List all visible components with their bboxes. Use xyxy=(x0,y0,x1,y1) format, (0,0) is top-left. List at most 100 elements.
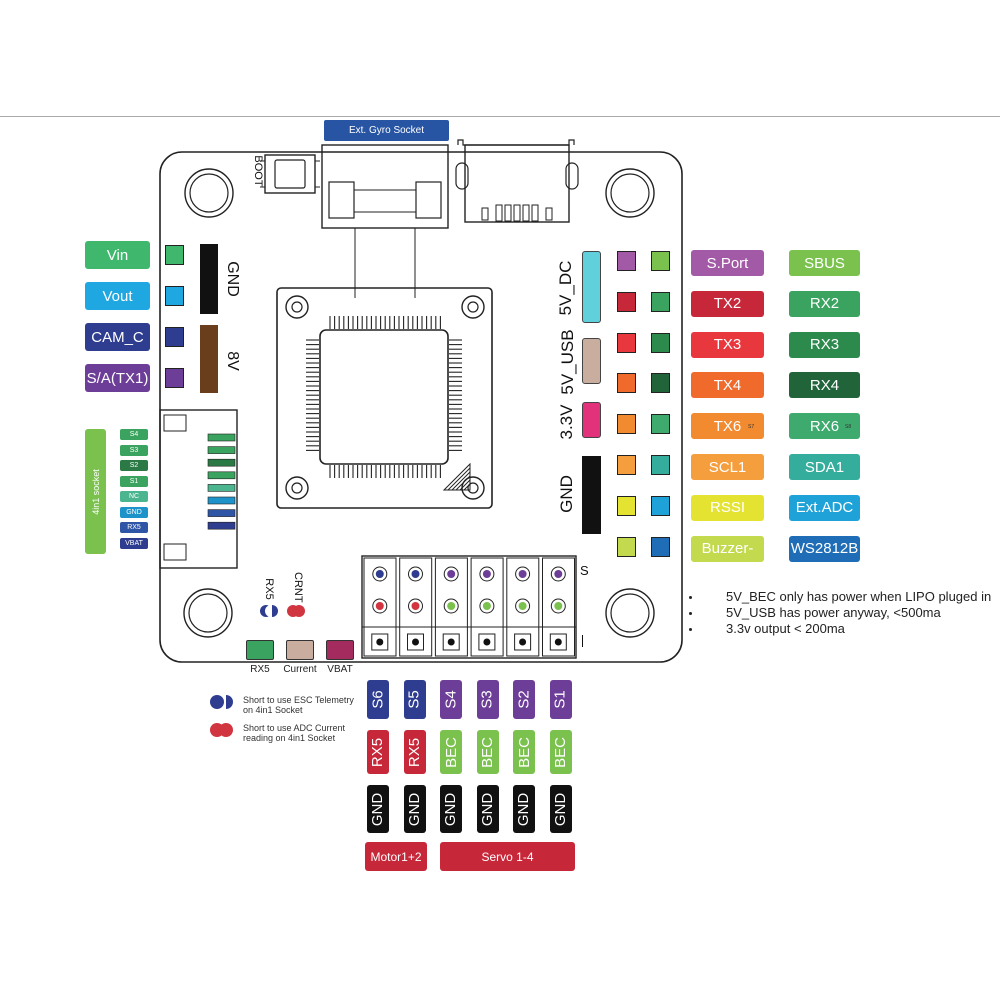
right-rx-label-7: WS2812B xyxy=(789,535,860,562)
mounting-hole-bl xyxy=(183,588,233,638)
v33-bar xyxy=(582,402,601,438)
gnd-bar-left xyxy=(200,244,218,314)
motor-signal-5: S1 xyxy=(549,680,572,719)
right-tx-label-5: SCL1 xyxy=(691,454,764,480)
note-0: 5V_BEC only has power when LIPO pluged i… xyxy=(726,589,992,604)
right-rx-label-6: Ext.ADC xyxy=(789,494,860,521)
v5usb-text: 5V_USB xyxy=(558,329,577,395)
right-rx-pad-3 xyxy=(651,373,670,394)
boot-button xyxy=(260,154,320,194)
right-tx-pad-1 xyxy=(617,291,636,312)
right-tx-label-6: RSSI xyxy=(691,494,764,521)
right-tx-label-3: TX4 xyxy=(691,372,764,399)
socket-pin-1: S3 xyxy=(120,444,148,456)
right-rx-pad-4 xyxy=(651,414,670,435)
gnd-text-right: GND xyxy=(557,475,576,513)
right-rx-pad-6 xyxy=(651,495,670,516)
mcu-chip xyxy=(276,287,493,509)
note-bullet-0 xyxy=(689,596,692,599)
right-tx-pad-5 xyxy=(617,455,636,475)
v5dc-text: 5V_DC xyxy=(556,260,575,316)
right-tx-pad-3 xyxy=(617,373,636,394)
4in1-socket-label: 4in1 socket xyxy=(85,429,106,554)
right-rx-pad-1 xyxy=(651,291,670,312)
socket-pin-0: S4 xyxy=(120,429,148,440)
right-rx-label-4: RX6 xyxy=(789,413,860,440)
note-2: 3.3v output < 200ma xyxy=(726,621,845,636)
v5usb-bar xyxy=(582,338,601,384)
motor-gnd-3: GND xyxy=(476,785,499,833)
right-tx-pad-4 xyxy=(617,414,636,435)
rx5-jumper-label: RX5 xyxy=(263,578,275,600)
bottom-pad-label-1: Current xyxy=(283,664,317,675)
top-divider xyxy=(0,116,1000,117)
rx6-mark: S8 xyxy=(845,424,852,430)
bottom-pad-label-0: RX5 xyxy=(250,664,270,675)
legend-adc-line2: reading on 4in1 Socket xyxy=(243,733,336,743)
legend-esc-line1: Short to use ESC Telemetry xyxy=(243,695,354,705)
pin-header xyxy=(361,555,577,659)
mounting-hole-tr xyxy=(605,168,655,218)
right-tx-pad-2 xyxy=(617,332,636,353)
socket-pin-3: S1 xyxy=(120,475,148,487)
legend-esc-line2: on 4in1 Socket xyxy=(243,705,303,715)
right-rx-pad-7 xyxy=(651,536,670,557)
motor-power-0: RX5 xyxy=(367,730,389,774)
left-pad-label-2: CAM_C xyxy=(85,323,150,351)
gyro-socket xyxy=(321,144,449,298)
motor-power-5: BEC xyxy=(549,730,572,774)
motor-gnd-0: GND xyxy=(367,785,389,833)
motor-signal-0: S6 xyxy=(367,680,389,719)
right-tx-pad-7 xyxy=(617,536,636,557)
gnd-bar-right xyxy=(582,456,601,534)
motor-gnd-5: GND xyxy=(549,785,572,833)
jumper-crnt xyxy=(287,605,305,617)
v33-text: 3.3V xyxy=(557,404,576,440)
mounting-hole-tl xyxy=(184,168,234,218)
bottom-pad-label-2: VBAT xyxy=(327,664,353,675)
motor-gnd-1: GND xyxy=(403,785,426,833)
v8-bar-left xyxy=(200,325,218,393)
header-s-label: S xyxy=(580,563,589,578)
motor-power-2: BEC xyxy=(440,730,462,774)
socket-pin-7: VBAT xyxy=(120,537,148,549)
socket-pin-4: NC xyxy=(120,491,148,502)
right-rx-label-5: SDA1 xyxy=(789,454,860,480)
pin1-hatch xyxy=(442,462,471,491)
v5dc-bar xyxy=(582,251,601,323)
left-pad-0 xyxy=(165,245,184,265)
right-tx-label-7: Buzzer- xyxy=(691,535,764,562)
motor-signal-1: S5 xyxy=(403,680,426,719)
boot-label: BOOT xyxy=(252,155,264,187)
note-1: 5V_USB has power anyway, <500ma xyxy=(726,605,941,620)
left-pad-label-1: Vout xyxy=(85,282,150,310)
socket-pin-5: GND xyxy=(120,506,148,518)
bottom-pad-2 xyxy=(326,640,354,660)
gnd-text-left: GND xyxy=(224,261,241,297)
legend-adc-line1: Short to use ADC Current xyxy=(243,723,346,733)
motor-signal-2: S4 xyxy=(440,680,462,719)
right-rx-pad-5 xyxy=(651,455,670,475)
right-rx-pad-2 xyxy=(651,332,670,353)
servo-group-label: Servo 1-4 xyxy=(440,842,575,871)
v8-text-left: 8V xyxy=(224,351,241,371)
left-pad-label-3: S/A(TX1) xyxy=(85,364,150,392)
right-rx-label-1: RX2 xyxy=(789,290,860,317)
right-rx-label-0: SBUS xyxy=(789,250,860,276)
left-pad-label-0: Vin xyxy=(85,241,150,269)
left-pad-3 xyxy=(165,368,184,388)
bottom-pad-0 xyxy=(246,640,274,660)
motor-power-3: BEC xyxy=(476,730,499,774)
left-pad-1 xyxy=(165,286,184,306)
right-tx-label-0: S.Port xyxy=(691,250,764,276)
legend-adc-icon xyxy=(210,723,233,737)
tx6-mark: S7 xyxy=(748,424,755,430)
right-tx-pad-0 xyxy=(617,251,636,271)
mounting-hole-br xyxy=(605,588,655,638)
right-tx-label-2: TX3 xyxy=(691,331,764,358)
legend-esc-icon xyxy=(210,695,233,709)
socket-pin-2: S2 xyxy=(120,460,148,471)
header-minus-label xyxy=(582,635,583,647)
jumper-rx5 xyxy=(260,605,278,617)
